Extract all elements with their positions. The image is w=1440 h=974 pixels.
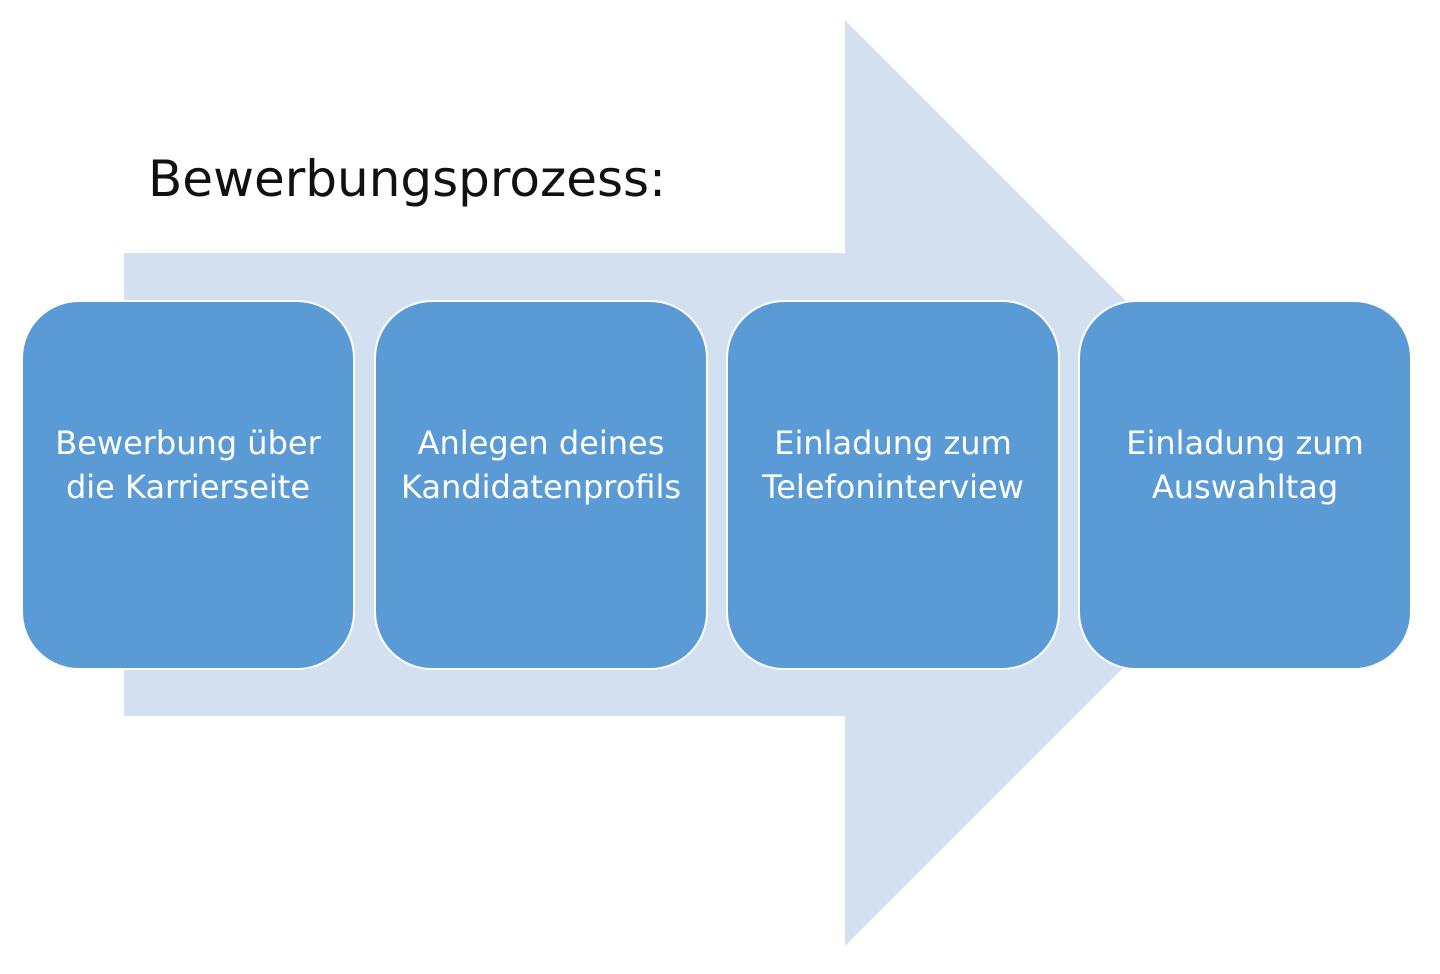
step-box-4: Einladung zum Auswahltag: [1078, 300, 1412, 670]
step-label-2-line-2: Kandidatenprofils: [400, 468, 681, 506]
step-label-4-line-1: Einladung zum: [1126, 424, 1364, 462]
step-label-1-line-2: die Karrierseite: [65, 468, 311, 506]
step-box-3: Einladung zum Telefoninterview: [726, 300, 1060, 670]
step-label-2-line-1: Anlegen deines: [417, 424, 665, 462]
step-label-3-line-1: Einladung zum: [774, 424, 1012, 462]
diagram-title: Bewerbungsprozess:: [148, 150, 666, 208]
step-label-1-line-1: Bewerbung über: [55, 424, 321, 462]
step-label-2: Anlegen deines Kandidatenprofils: [393, 421, 689, 509]
step-label-4-line-2: Auswahltag: [1151, 468, 1339, 506]
step-label-3-line-2: Telefoninterview: [762, 468, 1024, 506]
step-box-2: Anlegen deines Kandidatenprofils: [374, 300, 708, 670]
step-label-4: Einladung zum Auswahltag: [1118, 421, 1372, 509]
step-label-1: Bewerbung über die Karrierseite: [47, 421, 328, 509]
process-arrow-shape: [124, 20, 1308, 946]
step-label-3: Einladung zum Telefoninterview: [754, 421, 1032, 509]
step-box-1: Bewerbung über die Karrierseite: [21, 300, 355, 670]
